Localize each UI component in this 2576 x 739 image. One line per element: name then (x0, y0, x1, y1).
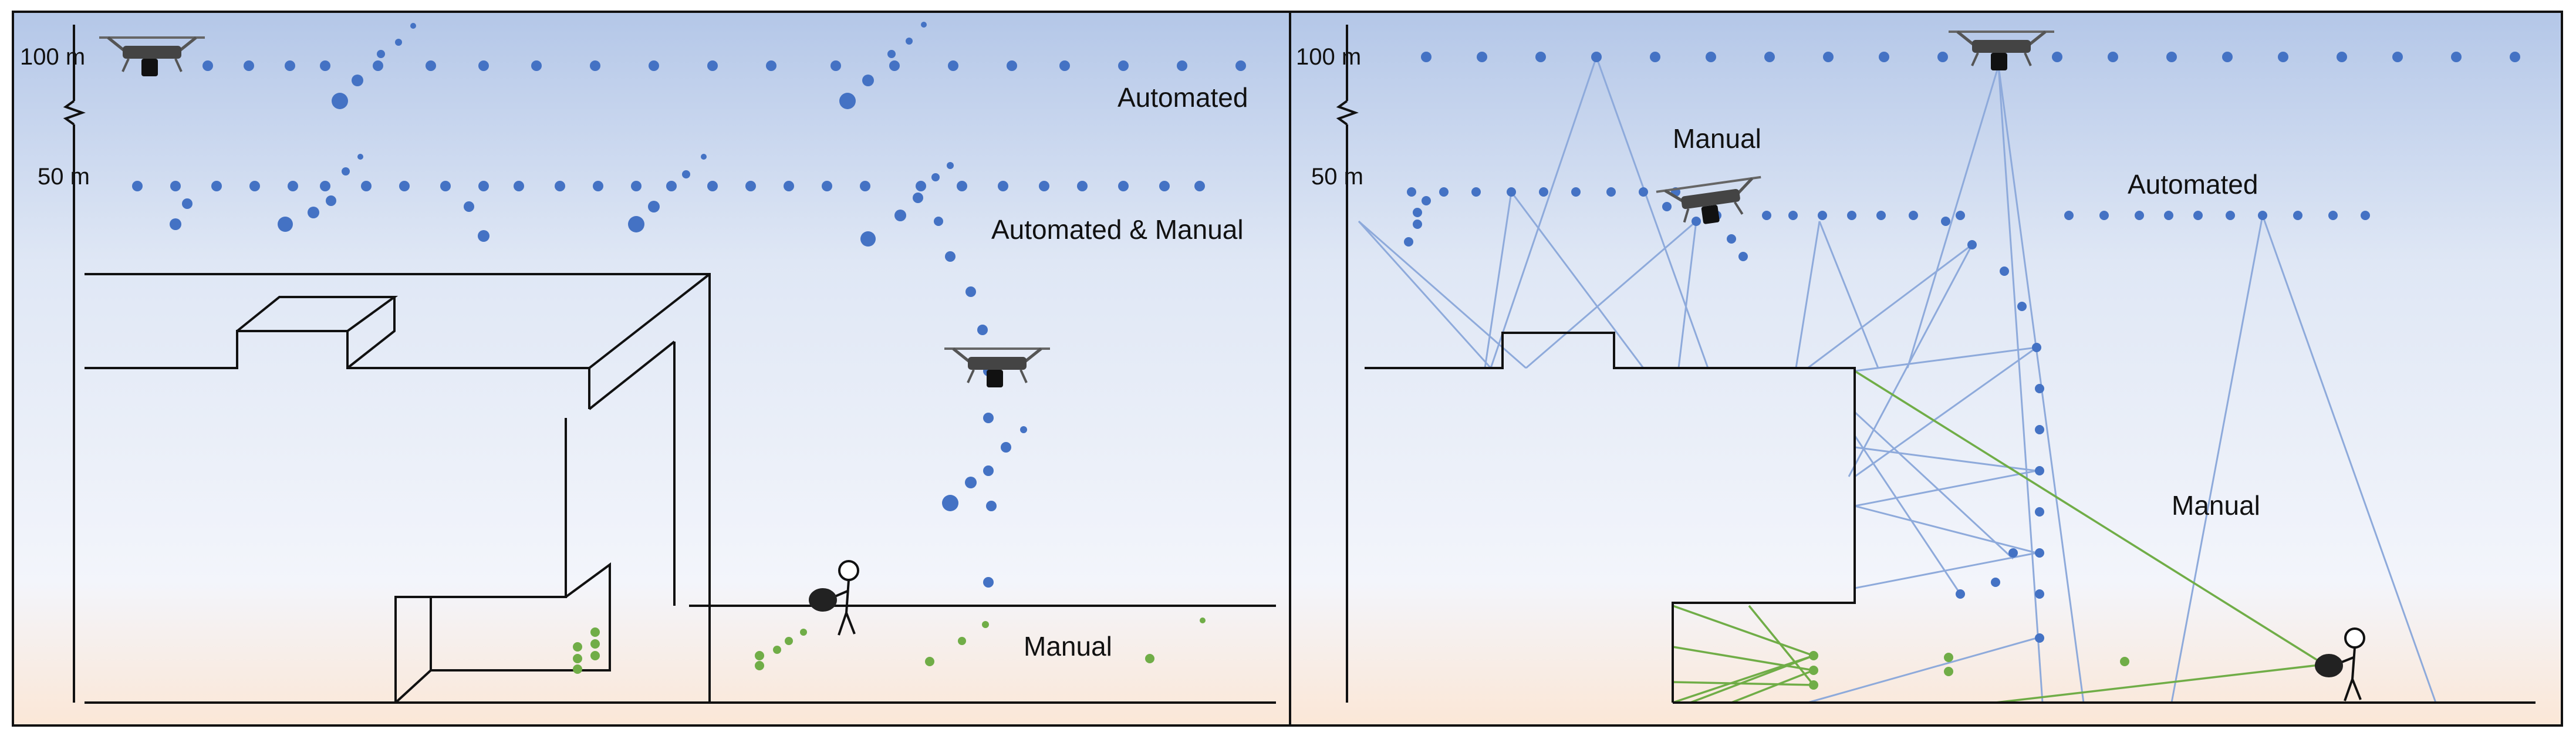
altitude-100-label: 100 m (1296, 44, 1361, 70)
drone-icon (99, 36, 205, 76)
label-automated: Automated (1117, 82, 1248, 113)
building (85, 273, 1276, 704)
altitude-axis (63, 25, 86, 703)
label-manual: Manual (1024, 631, 1112, 662)
left-diagram: 100 m 50 m (20, 22, 1276, 704)
automated-points (1404, 52, 2520, 643)
drone-icon (1656, 176, 1761, 224)
drone-icon (1949, 31, 2054, 70)
photographer-icon (2315, 627, 2365, 701)
sight-lines-manual (1672, 370, 2325, 704)
altitude-50-label: 50 m (38, 164, 90, 190)
sight-lines-automated (1358, 56, 2437, 704)
manual-points (1809, 651, 2129, 690)
manual-points (573, 617, 1206, 674)
right-panel: 100 m 50 m (1289, 11, 2563, 727)
right-diagram: 100 m 50 m (1296, 25, 2536, 704)
altitude-100-label: 100 m (20, 44, 85, 70)
photographer-icon (809, 560, 859, 636)
altitude-50-label: 50 m (1311, 164, 1363, 190)
left-panel: 100 m 50 m (12, 11, 1291, 727)
drone-icon (944, 347, 1050, 387)
altitude-axis (1336, 25, 1359, 703)
building (1365, 332, 2536, 704)
label-manual-right: Manual (2172, 490, 2260, 521)
automated-points (132, 22, 1246, 588)
label-automated-manual: Automated & Manual (991, 214, 1244, 245)
label-automated: Automated (2128, 169, 2258, 200)
label-manual-top: Manual (1673, 123, 1761, 154)
